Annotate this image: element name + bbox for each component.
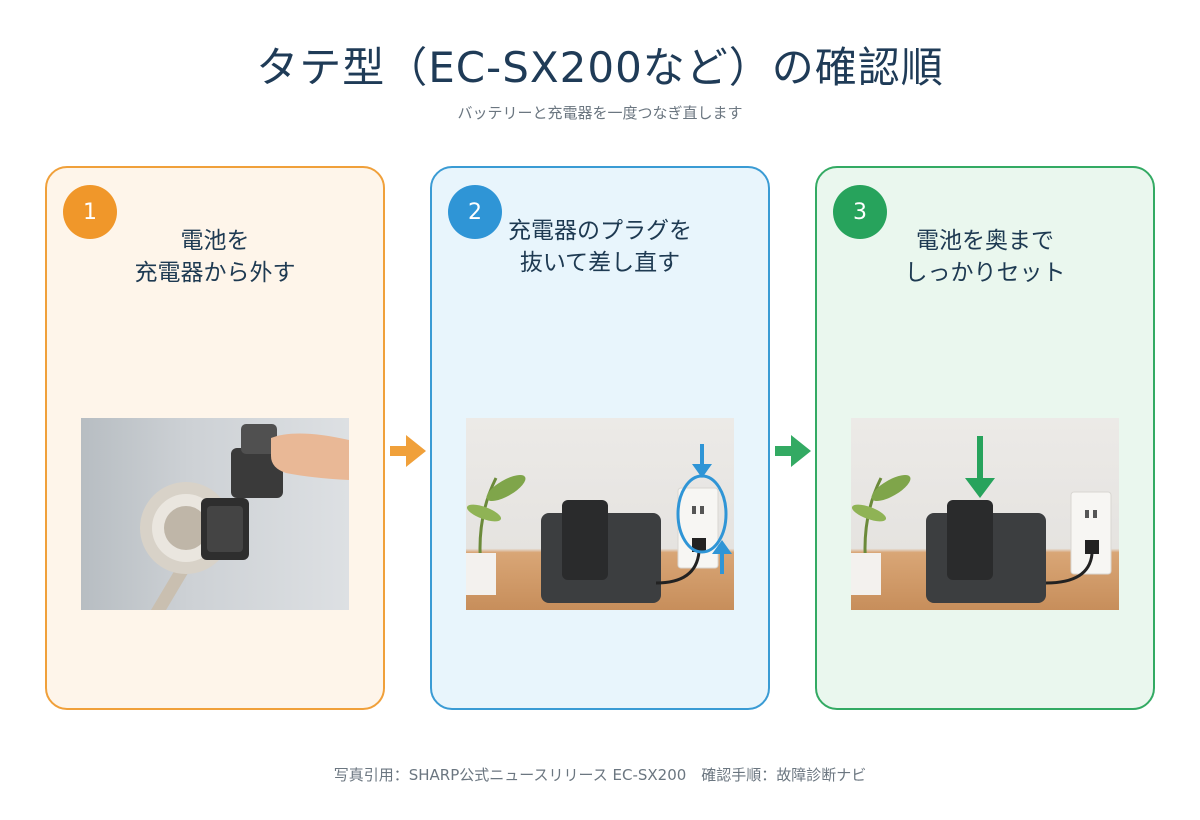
arrow-right-icon — [773, 433, 813, 469]
step-card-2: 2 充電器のプラグを 抜いて差し直す — [430, 166, 770, 710]
arrow-right-icon — [388, 433, 428, 469]
step-instruction-line: 充電器から外す — [134, 260, 296, 286]
step-photo-replug-charger — [466, 418, 734, 610]
page-title: タテ型（EC-SX200など）の確認順 — [256, 43, 944, 92]
step-instruction: 充電器のプラグを 抜いて差し直す — [432, 215, 768, 279]
photo-credit: 写真引用：SHARP公式ニュースリリース EC-SX200 確認手順：故障診断ナ… — [333, 766, 867, 784]
step-instruction-line: 電池を — [180, 228, 250, 254]
step-number-badge: 3 — [833, 185, 887, 239]
step-photo-set-battery — [851, 418, 1119, 610]
step-instruction-line: しっかりセット — [904, 260, 1066, 286]
step-instruction-line: 抜いて差し直す — [519, 250, 681, 276]
step-card-3: 3 電池を奥まで しっかりセット — [815, 166, 1155, 710]
page-subtitle: バッテリーと充電器を一度つなぎ直します — [457, 104, 743, 122]
step-instruction: 電池を 充電器から外す — [47, 225, 383, 289]
step-instruction-line: 充電器のプラグを — [508, 218, 692, 244]
step-instruction: 電池を奥まで しっかりセット — [817, 225, 1153, 289]
step-photo-remove-battery — [81, 418, 349, 610]
step-number-badge: 1 — [63, 185, 117, 239]
step-number-badge: 2 — [448, 185, 502, 239]
step-card-1: 1 電池を 充電器から外す — [45, 166, 385, 710]
step-instruction-line: 電池を奥まで — [916, 228, 1054, 254]
